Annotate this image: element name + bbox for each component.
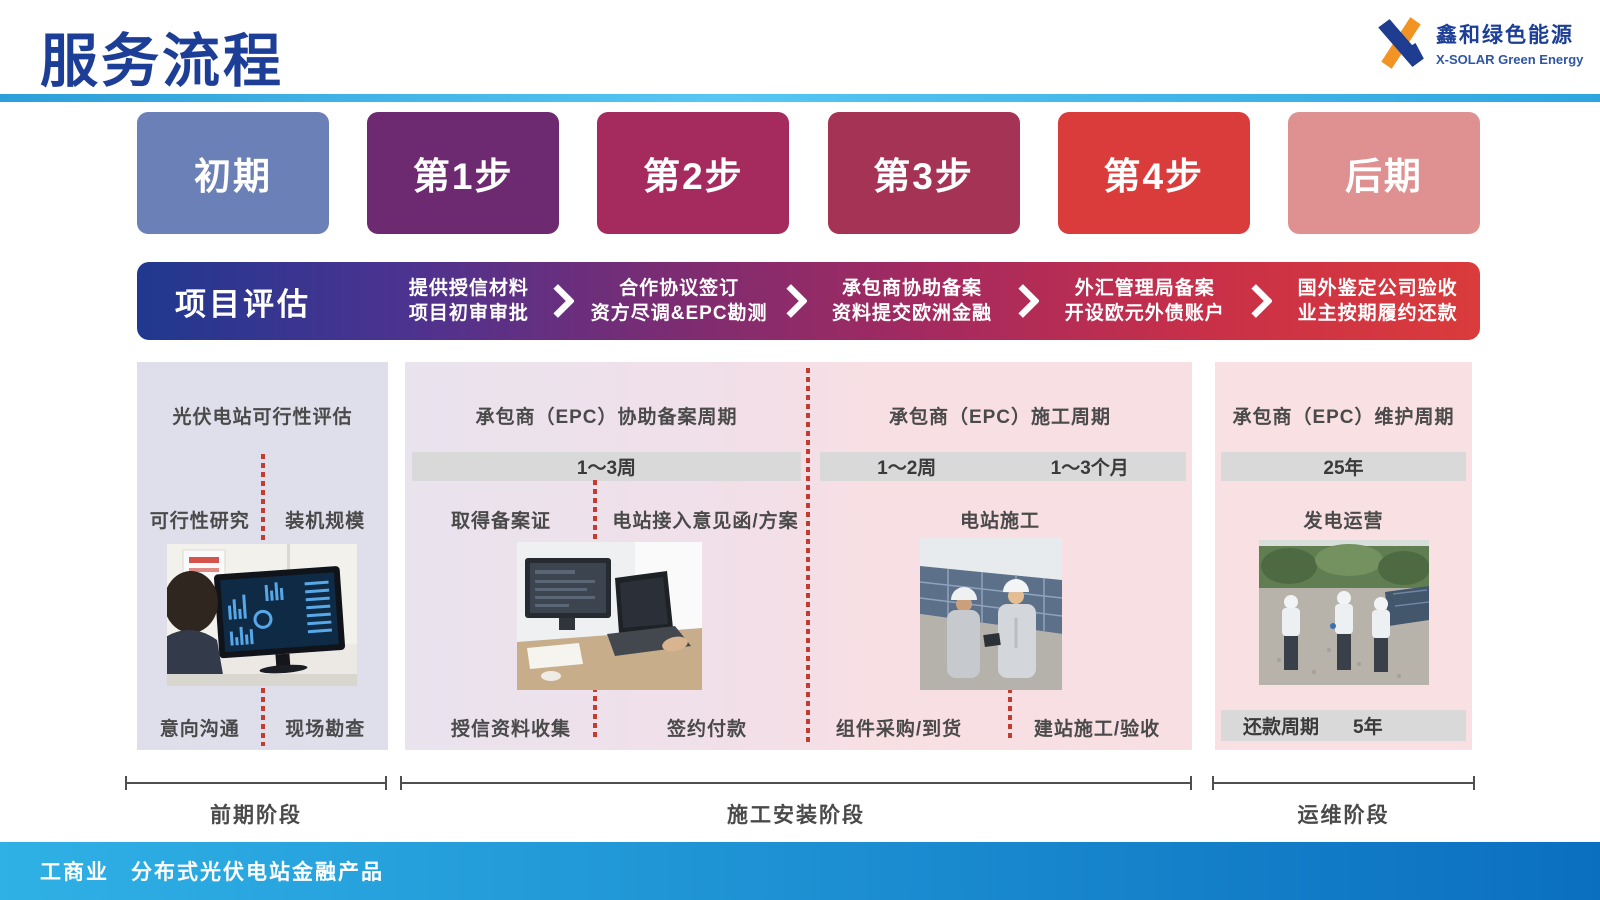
- panel-label: 组件采购/到货: [835, 719, 963, 740]
- duration-value: 1～2周: [877, 458, 937, 479]
- timeline-step-1: 提供授信材料 项目初审审批: [389, 276, 549, 326]
- step-box-final: 后期: [1287, 112, 1480, 234]
- step-box-initial: 初期: [137, 112, 329, 234]
- bracket-line: [400, 776, 1192, 790]
- phase-label: 前期阶段: [210, 804, 302, 827]
- timeline-step-4: 外汇管理局备案 开设欧元外债账户: [1042, 276, 1247, 326]
- panel-title: 承包商（EPC）施工周期: [888, 407, 1112, 428]
- panel-label: 可行性研究: [149, 511, 250, 532]
- phase-label: 施工安装阶段: [727, 804, 865, 827]
- panel-label: 建站施工/验收: [1033, 719, 1161, 740]
- chevron-right-icon: [1018, 284, 1040, 318]
- timeline-step-3: 承包商协助备案 资料提交欧洲金融: [810, 276, 1015, 326]
- panel-label: 电站接入意见函/方案: [612, 511, 799, 532]
- header-divider: [0, 94, 1600, 102]
- duration-bar: 1～3周: [412, 452, 801, 481]
- timeline-step-line: 项目初审审批: [408, 303, 529, 324]
- timeline-step-line: 业主按期履约还款: [1297, 303, 1458, 324]
- panel-label: 现场勘查: [285, 719, 366, 740]
- chevron-right-icon: [785, 284, 807, 318]
- timeline-step-line: 国外鉴定公司验收: [1297, 277, 1458, 299]
- process-timeline: 项目评估 提供授信材料 项目初审审批 合作协议签订 资方尽调&EPC勘测 承包商…: [137, 262, 1480, 340]
- panel-title: 光伏电站可行性评估: [172, 407, 353, 428]
- phase-panel-maintenance: 承包商（EPC）维护周期 25年 发电运营: [1215, 362, 1472, 750]
- panel-label: 意向沟通: [159, 719, 240, 740]
- logo-name-cn: 鑫和绿色能源: [1436, 24, 1574, 47]
- repayment-value: 5年: [1353, 717, 1383, 738]
- page-title: 服务流程: [40, 29, 285, 94]
- timeline-step-line: 合作协议签订: [619, 277, 740, 299]
- panel-label: 装机规模: [285, 511, 366, 532]
- panel-title: 承包商（EPC）维护周期: [1232, 407, 1455, 428]
- timeline-step-line: 外汇管理局备案: [1074, 277, 1215, 299]
- x-solar-logo-icon: [1378, 17, 1424, 69]
- solar-farm-inspection-image: [1259, 540, 1429, 685]
- logo-text: 鑫和绿色能源 X-SOLAR Green Energy: [1436, 19, 1583, 67]
- dotted-divider: [806, 368, 810, 744]
- footer-bar: 工商业 分布式光伏电站金融产品: [0, 842, 1600, 900]
- steps-row: 初期 第1步 第2步 第3步 第4步 后期: [137, 112, 1480, 234]
- chevron-right-icon: [1251, 284, 1273, 318]
- panel-label: 发电运营: [1303, 511, 1384, 532]
- photo-station-construction: [920, 538, 1062, 690]
- company-logo: 鑫和绿色能源 X-SOLAR Green Energy: [1374, 14, 1583, 72]
- construction-workers-image: [920, 538, 1062, 690]
- panel-label: 授信资料收集: [450, 719, 571, 740]
- duration-bar: 1～2周 1～3个月: [820, 452, 1186, 481]
- timeline-stage-label: 项目评估: [175, 286, 311, 322]
- timeline-step-5: 国外鉴定公司验收 业主按期履约还款: [1275, 276, 1480, 326]
- panel-label: 取得备案证: [450, 511, 551, 532]
- bracket-line: [1212, 776, 1475, 790]
- timeline-step-line: 提供授信材料: [408, 277, 529, 299]
- photo-filing-paperwork: [517, 542, 702, 690]
- phase-bracket-maintenance: 运维阶段: [1212, 776, 1475, 829]
- panel-label: 电站施工: [959, 511, 1040, 532]
- footer-category: 工商业: [40, 861, 109, 884]
- photo-solar-farm-patrol: [1259, 540, 1429, 685]
- step-box-1: 第1步: [367, 112, 560, 234]
- duration-value: 1～3个月: [1050, 458, 1129, 479]
- phase-panel-preliminary: 光伏电站可行性评估 可行性研究 装机规模: [137, 362, 388, 750]
- phase-panel-construction: 承包商（EPC）协助备案周期 1～3周 取得备案证 电站接入意见函/方案: [405, 362, 1192, 750]
- analyst-at-monitor-image: [167, 544, 357, 686]
- logo-name-en: X-SOLAR Green Energy: [1436, 52, 1584, 67]
- phase-bracket-preliminary: 前期阶段: [125, 776, 387, 829]
- bracket-line: [125, 776, 387, 790]
- timeline-step-line: 开设欧元外债账户: [1064, 303, 1225, 324]
- step-box-2: 第2步: [597, 112, 790, 234]
- step-box-4: 第4步: [1057, 112, 1250, 234]
- repayment-label: 还款周期: [1243, 717, 1320, 738]
- timeline-step-line: 资料提交欧洲金融: [831, 303, 992, 324]
- repayment-bar: 还款周期 5年: [1221, 710, 1466, 741]
- photo-feasibility-analysis: [167, 544, 357, 686]
- panel-title: 承包商（EPC）协助备案周期: [475, 407, 738, 428]
- footer-product: 分布式光伏电站金融产品: [131, 861, 384, 884]
- phase-bracket-construction: 施工安装阶段: [400, 776, 1192, 829]
- phase-label: 运维阶段: [1297, 804, 1390, 827]
- timeline-step-2: 合作协议签订 资方尽调&EPC勘测: [577, 276, 782, 326]
- office-desk-computers-image: [517, 542, 702, 690]
- chevron-right-icon: [553, 284, 574, 318]
- timeline-step-line: 承包商协助备案: [841, 277, 982, 299]
- duration-bar: 25年: [1221, 452, 1466, 481]
- step-box-3: 第3步: [827, 112, 1020, 234]
- timeline-step-line: 资方尽调&EPC勘测: [590, 303, 768, 324]
- panel-label: 签约付款: [666, 719, 747, 740]
